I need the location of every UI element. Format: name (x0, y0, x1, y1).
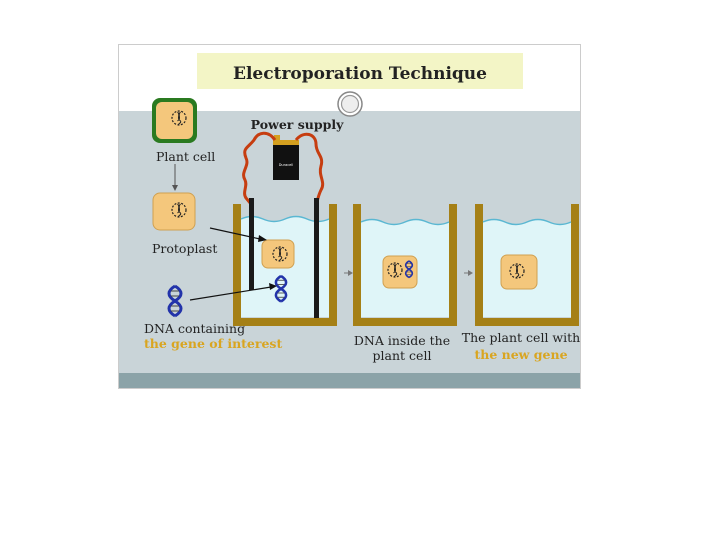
protoplast (152, 192, 196, 231)
beaker-dna-inside (353, 204, 457, 326)
result-label-line1: The plant cell with (462, 330, 580, 345)
battery-icon: Duracell (273, 135, 299, 180)
result-label-line2: the new gene (474, 347, 567, 362)
beaker-electroporation (233, 198, 337, 326)
circle-knob-icon (337, 91, 363, 117)
power-supply-label: Power supply (251, 117, 344, 132)
plant-cell-label: Plant cell (156, 149, 215, 164)
electroporation-diagram: Electroporation Technique Plant cell Pro… (118, 44, 581, 389)
diagram-title: Electroporation Technique (233, 64, 487, 84)
inside-label-line2: plant cell (373, 348, 432, 363)
protoplast-label: Protoplast (152, 241, 217, 256)
dna-label-line2: the gene of interest (144, 336, 282, 351)
title-box (197, 53, 523, 89)
electrode-left (249, 198, 254, 290)
wire-left (242, 131, 277, 205)
bottom-band (119, 373, 580, 388)
wire-right (294, 132, 325, 205)
inside-label-line1: DNA inside the (354, 333, 450, 348)
dna-label-line1: DNA containing (144, 321, 245, 336)
electrode-right (314, 198, 319, 318)
plant-cell (152, 98, 197, 143)
battery-text: Duracell (279, 163, 294, 167)
beaker-new-gene (475, 204, 579, 326)
